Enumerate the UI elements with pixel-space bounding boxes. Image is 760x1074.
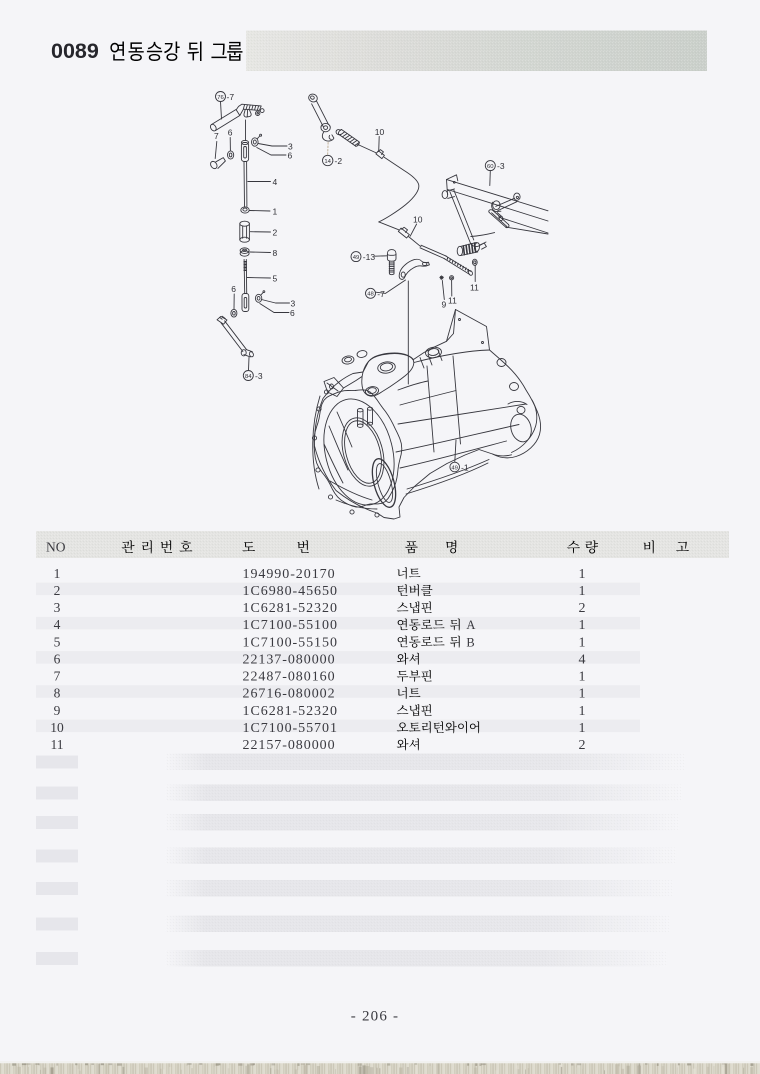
svg-text:14: 14 (324, 159, 331, 165)
svg-text:6: 6 (288, 151, 293, 161)
svg-text:4: 4 (273, 177, 278, 187)
svg-text:22487-080160: 22487-080160 (243, 670, 336, 685)
svg-text:9: 9 (54, 703, 61, 718)
svg-text:49: 49 (451, 465, 458, 471)
svg-text:10: 10 (375, 127, 385, 137)
svg-text:10: 10 (413, 215, 423, 225)
svg-text:-1: -1 (461, 463, 469, 473)
svg-text:1: 1 (273, 207, 278, 217)
svg-text:2: 2 (579, 738, 586, 753)
svg-text:11: 11 (51, 737, 64, 752)
svg-text:1C6281-52320: 1C6281-52320 (243, 601, 338, 616)
svg-text:B: B (466, 635, 474, 649)
svg-text:0089: 0089 (51, 39, 99, 63)
svg-text:2: 2 (273, 228, 278, 238)
svg-text:4: 4 (54, 617, 61, 632)
svg-text:7: 7 (54, 669, 61, 684)
svg-text:7: 7 (214, 131, 219, 141)
svg-text:48: 48 (367, 292, 374, 298)
svg-text:-3: -3 (255, 371, 263, 381)
svg-text:6: 6 (231, 284, 236, 294)
svg-text:26716-080002: 26716-080002 (243, 687, 336, 702)
svg-text:A: A (466, 618, 475, 632)
svg-text:1C7100-55150: 1C7100-55150 (243, 635, 338, 650)
svg-text:-13: -13 (363, 252, 376, 262)
svg-text:3: 3 (288, 142, 293, 152)
svg-text:5: 5 (273, 274, 278, 284)
svg-text:11: 11 (470, 283, 479, 293)
svg-text:8: 8 (54, 686, 61, 701)
svg-text:1C7100-55100: 1C7100-55100 (243, 618, 338, 633)
svg-text:6: 6 (290, 308, 295, 318)
svg-text:76: 76 (217, 95, 224, 101)
svg-text:11: 11 (448, 296, 457, 306)
svg-text:9: 9 (442, 300, 447, 310)
svg-text:194990-20170: 194990-20170 (243, 567, 336, 582)
svg-text:1C6281-52320: 1C6281-52320 (243, 704, 338, 719)
svg-text:1: 1 (579, 618, 586, 633)
svg-text:-2: -2 (335, 156, 343, 166)
svg-text:1: 1 (579, 687, 586, 702)
svg-text:1C6980-45650: 1C6980-45650 (243, 584, 338, 599)
svg-text:5: 5 (54, 634, 61, 649)
svg-text:1C7100-55701: 1C7100-55701 (243, 721, 338, 736)
svg-text:-7: -7 (377, 289, 385, 299)
svg-text:22157-080000: 22157-080000 (243, 738, 336, 753)
svg-text:8: 8 (273, 248, 278, 258)
svg-text:1: 1 (54, 566, 61, 581)
svg-text:1: 1 (579, 721, 586, 736)
svg-text:6: 6 (54, 651, 61, 666)
svg-text:2: 2 (579, 601, 586, 616)
svg-text:1: 1 (579, 635, 586, 650)
svg-text:3: 3 (54, 600, 61, 615)
svg-text:1: 1 (579, 567, 586, 582)
svg-text:49: 49 (353, 255, 360, 261)
svg-text:60: 60 (487, 164, 494, 170)
svg-text:1: 1 (579, 704, 586, 719)
svg-text:-3: -3 (497, 161, 505, 171)
svg-text:- 206 -: - 206 - (351, 1009, 399, 1025)
svg-text:84: 84 (245, 374, 252, 380)
svg-text:1: 1 (579, 670, 586, 685)
svg-text:-7: -7 (227, 92, 235, 102)
svg-text:10: 10 (50, 720, 64, 735)
svg-text:22137-080000: 22137-080000 (243, 652, 336, 667)
svg-text:NO: NO (46, 540, 66, 555)
svg-text:3: 3 (291, 299, 296, 309)
svg-text:1: 1 (579, 584, 586, 599)
svg-text:6: 6 (228, 128, 233, 138)
svg-text:2: 2 (54, 583, 61, 598)
svg-text:4: 4 (579, 652, 586, 667)
